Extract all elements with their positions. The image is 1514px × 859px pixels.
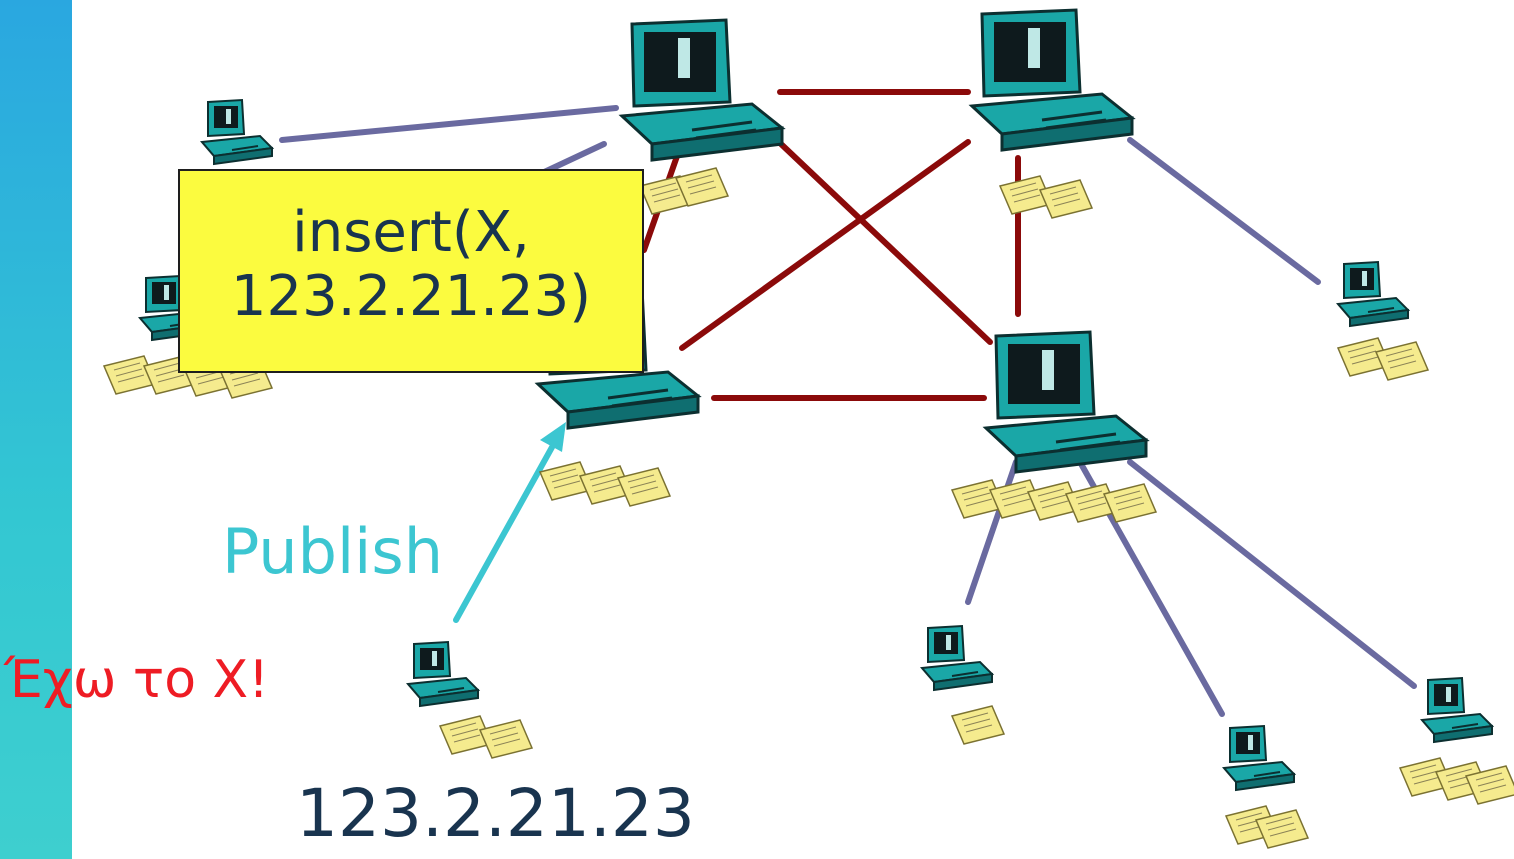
link-peer-right: [1127, 137, 1321, 285]
ip-address-label: 123.2.21.23: [296, 775, 695, 852]
computer-icon: [970, 8, 1134, 152]
computer-icon: [984, 330, 1148, 474]
callout-line-1: insert(X,: [292, 200, 530, 265]
computer-icon: [407, 641, 479, 707]
link-right-to-left: [679, 139, 971, 351]
link-top-to-bottom-right: [759, 123, 993, 345]
file-card-icon: [1375, 341, 1429, 381]
callout-line-2: 123.2.21.23): [230, 264, 592, 329]
computer-icon: [1421, 677, 1493, 743]
publish-arrow: [453, 422, 566, 623]
have-x-label: Έχω το X!: [4, 650, 270, 710]
side-accent-bar: [0, 0, 72, 859]
computer-icon: [921, 625, 993, 691]
link-peer-bottom-3: [1127, 459, 1417, 689]
computer-icon: [620, 18, 784, 162]
link-peer-topleft: [279, 105, 619, 143]
computer-icon: [1337, 261, 1409, 327]
file-card-icon: [1039, 179, 1093, 219]
file-card-icon: [479, 719, 533, 759]
computer-icon: [1223, 725, 1295, 791]
file-card-icon: [617, 467, 671, 507]
computer-icon: [201, 99, 273, 165]
insert-callout: insert(X, 123.2.21.23): [178, 169, 644, 373]
publish-label: Publish: [222, 515, 443, 588]
file-card-icon: [951, 705, 1005, 745]
